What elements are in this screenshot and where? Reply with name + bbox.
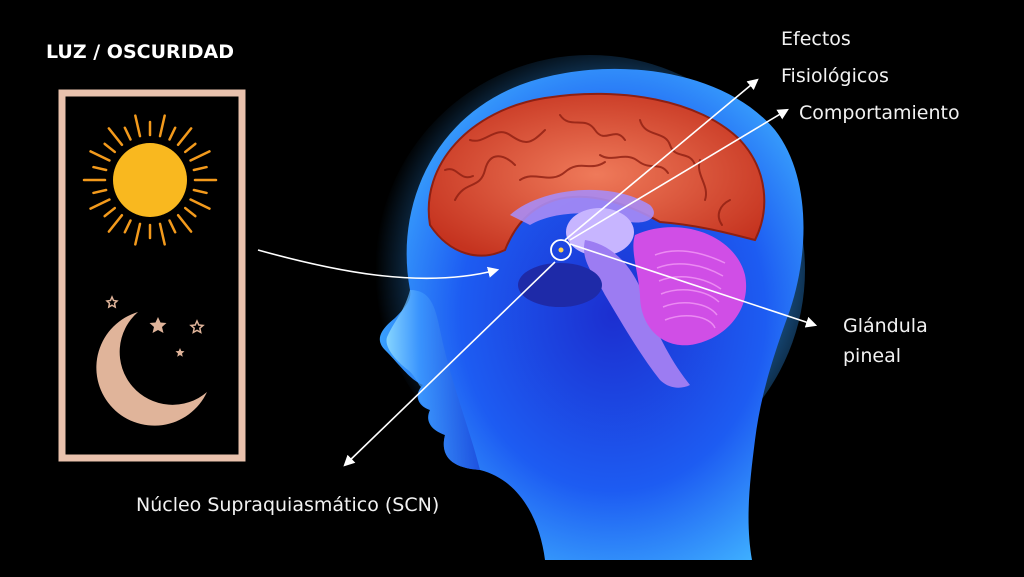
label-pineal-gland: Glándula <box>843 315 928 337</box>
label-physiological: Fisiológicos <box>781 65 889 87</box>
panel-title: LUZ / OSCURIDAD <box>46 41 234 63</box>
label-pineal-gland-line2: pineal <box>843 345 901 367</box>
cerebellum <box>633 227 747 346</box>
star-icon <box>149 317 185 357</box>
star-outline-icon <box>105 295 205 334</box>
arrow-to-effects <box>564 78 759 241</box>
light-input-arrow <box>257 249 500 280</box>
scn-marker <box>550 239 572 261</box>
label-behavior: Comportamiento <box>799 102 960 124</box>
label-effects: Efectos <box>781 28 851 50</box>
head-illustration <box>375 55 805 561</box>
arrows <box>257 78 818 467</box>
sun-icon <box>82 114 218 246</box>
panel-frame <box>58 89 246 462</box>
label-scn: Núcleo Supraquiasmático (SCN) <box>136 494 440 516</box>
arrow-to-behavior <box>569 108 789 241</box>
pituitary-region <box>518 263 602 307</box>
thalamus <box>566 208 634 256</box>
brainstem <box>584 240 690 388</box>
arrow-to-pineal <box>569 243 818 328</box>
arrow-to-scn <box>343 261 556 467</box>
moon-icon <box>96 312 207 426</box>
light-dark-panel <box>58 89 246 462</box>
